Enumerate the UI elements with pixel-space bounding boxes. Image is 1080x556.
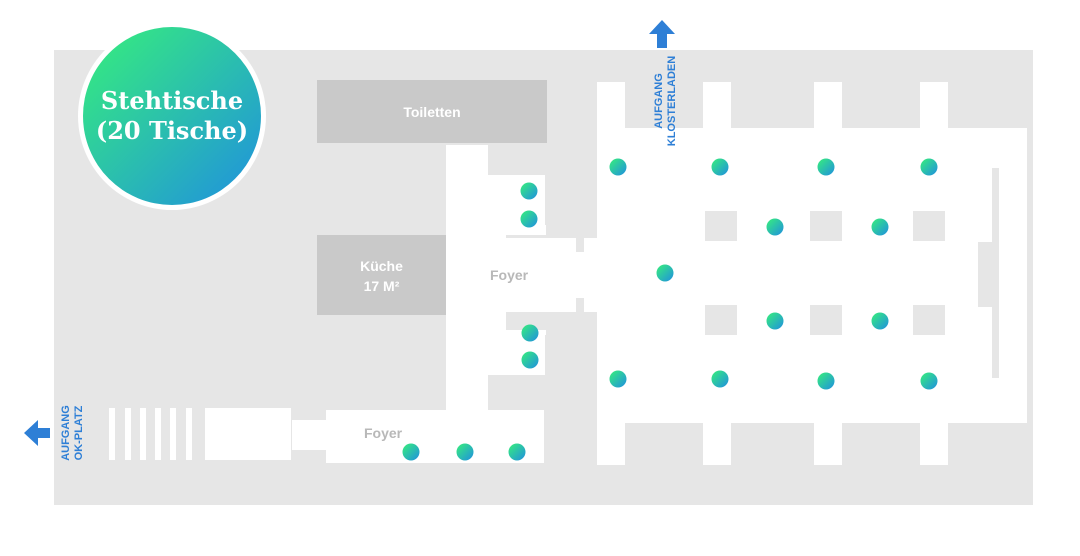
- kitchen-room: [317, 235, 446, 315]
- standing-table-20: [920, 372, 938, 390]
- standing-table-16: [871, 312, 889, 330]
- toilets-label: Toiletten: [403, 104, 461, 120]
- standing-table-9: [711, 158, 729, 176]
- badge-circle: Stehtische (20 Tische): [83, 27, 261, 205]
- exit-left-line2: OK-PLATZ: [73, 405, 85, 461]
- foyer-lower-label: Foyer: [364, 425, 403, 441]
- standing-table-12: [766, 218, 784, 236]
- standing-table-14: [656, 264, 674, 282]
- badge-title: Stehtische: [100, 86, 244, 115]
- standing-table-6: [456, 443, 474, 461]
- kitchen-label-size: 17 M²: [363, 278, 400, 294]
- standing-table-17: [609, 370, 627, 388]
- kitchen-label: Küche 17 M²: [317, 256, 446, 296]
- standing-table-3: [521, 324, 539, 342]
- toilets-room: [317, 80, 547, 143]
- exit-top-line2: KLOSTERLADEN: [666, 55, 678, 147]
- exit-top-arrow-icon: [649, 20, 675, 48]
- standing-table-15: [766, 312, 784, 330]
- standing-tables-badge: Stehtische (20 Tische): [78, 22, 266, 210]
- exit-left-line1: AUFGANG: [60, 405, 72, 461]
- standing-table-5: [402, 443, 420, 461]
- standing-table-19: [817, 372, 835, 390]
- standing-table-10: [817, 158, 835, 176]
- standing-table-18: [711, 370, 729, 388]
- tables: [402, 158, 938, 461]
- foyer-upper-label: Foyer: [490, 267, 529, 283]
- standing-table-1: [520, 182, 538, 200]
- standing-table-13: [871, 218, 889, 236]
- exit-left-label: AUFGANG OK-PLATZ: [60, 405, 86, 461]
- exit-left-arrow-icon: [24, 420, 50, 446]
- exit-top-line1: AUFGANG: [653, 73, 665, 129]
- standing-table-11: [920, 158, 938, 176]
- standing-table-8: [609, 158, 627, 176]
- badge-count: (20 Tische): [95, 116, 249, 145]
- standing-table-2: [520, 210, 538, 228]
- hall-columns: [488, 145, 999, 410]
- exit-top-label: AUFGANG KLOSTERLADEN: [653, 56, 679, 146]
- standing-table-4: [521, 351, 539, 369]
- standing-table-7: [508, 443, 526, 461]
- kitchen-label-name: Küche: [360, 258, 403, 274]
